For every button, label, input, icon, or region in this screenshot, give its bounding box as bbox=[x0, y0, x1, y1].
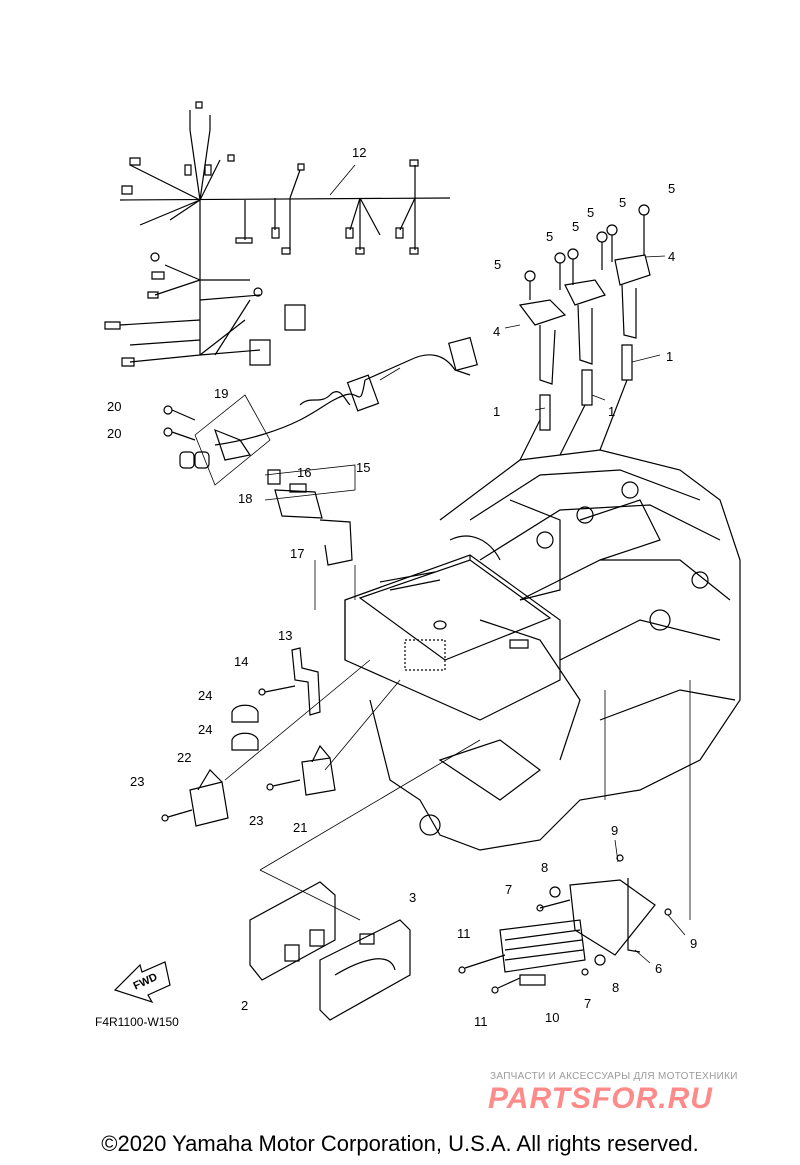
callout-13: 13 bbox=[278, 628, 292, 643]
callout-16: 16 bbox=[297, 465, 311, 480]
diagram-code: F4R1100-W150 bbox=[95, 1015, 179, 1029]
callout-8: 8 bbox=[612, 980, 619, 995]
ecm-unit bbox=[250, 882, 410, 1020]
callout-18: 18 bbox=[238, 491, 252, 506]
callout-5: 5 bbox=[587, 205, 594, 220]
engine-block bbox=[370, 380, 740, 850]
callout-2: 2 bbox=[241, 998, 248, 1013]
callout-17: 17 bbox=[290, 546, 304, 561]
callout-11: 11 bbox=[457, 926, 471, 941]
callout-12: 12 bbox=[352, 145, 366, 160]
watermark-logo: PARTSFOR.RU bbox=[488, 1082, 713, 1115]
callout-1: 1 bbox=[608, 404, 615, 419]
callout-1: 1 bbox=[666, 349, 673, 364]
callout-4: 4 bbox=[493, 324, 500, 339]
leader-lines bbox=[225, 165, 690, 963]
callout-19: 19 bbox=[214, 386, 228, 401]
relay-parts bbox=[164, 406, 355, 565]
callout-20: 20 bbox=[107, 399, 121, 414]
fwd-arrow bbox=[115, 962, 170, 1002]
coil-cord bbox=[195, 338, 477, 485]
callout-5: 5 bbox=[546, 229, 553, 244]
callout-5: 5 bbox=[494, 257, 501, 272]
callout-1: 1 bbox=[493, 404, 500, 419]
callouts: 1 1 1 2 3 4 4 5 5 5 5 5 5 6 7 7 8 8 9 9 … bbox=[107, 145, 697, 1029]
copyright-notice: ©2020 Yamaha Motor Corporation, U.S.A. A… bbox=[101, 1131, 699, 1156]
callout-8: 8 bbox=[541, 860, 548, 875]
brackets bbox=[162, 648, 335, 826]
callout-5: 5 bbox=[619, 195, 626, 210]
callout-21: 21 bbox=[293, 820, 307, 835]
callout-20: 20 bbox=[107, 426, 121, 441]
callout-5: 5 bbox=[572, 219, 579, 234]
watermark-tagline: ЗАПЧАСТИ И АКСЕССУАРЫ ДЛЯ МОТОТЕХНИКИ bbox=[490, 1071, 738, 1082]
callout-9: 9 bbox=[611, 823, 618, 838]
ecm-cover bbox=[345, 555, 560, 720]
callout-23: 23 bbox=[130, 774, 144, 789]
callout-4: 4 bbox=[668, 249, 675, 264]
callout-7: 7 bbox=[505, 882, 512, 897]
callout-7: 7 bbox=[584, 996, 591, 1011]
rectifier bbox=[459, 855, 671, 993]
ignition-coils bbox=[520, 205, 650, 384]
callout-14: 14 bbox=[234, 654, 248, 669]
callout-23: 23 bbox=[249, 813, 263, 828]
callout-24: 24 bbox=[198, 722, 212, 737]
callout-9: 9 bbox=[690, 936, 697, 951]
callout-10: 10 bbox=[545, 1010, 559, 1025]
callout-5: 5 bbox=[668, 181, 675, 196]
callout-22: 22 bbox=[177, 750, 191, 765]
wire-harness bbox=[105, 102, 450, 366]
callout-6: 6 bbox=[655, 961, 662, 976]
callout-15: 15 bbox=[356, 460, 370, 475]
callout-24: 24 bbox=[198, 688, 212, 703]
callout-11: 11 bbox=[474, 1014, 488, 1029]
fwd-label: FWD bbox=[132, 971, 160, 992]
callout-3: 3 bbox=[409, 890, 416, 905]
